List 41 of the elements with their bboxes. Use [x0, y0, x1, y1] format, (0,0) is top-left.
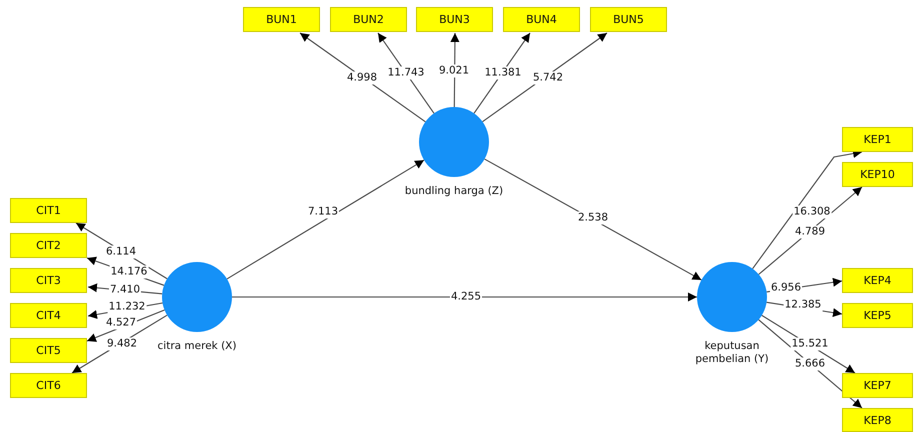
edge-label: 16.308 [792, 206, 832, 218]
edge-label: 12.385 [784, 298, 822, 312]
edge-label: 11.232 [108, 300, 146, 314]
edge-label: 11.381 [484, 66, 522, 80]
indicator-box: KEP8 [842, 408, 913, 432]
indicator-box: BUN4 [503, 7, 580, 32]
edge-label: 4.789 [794, 226, 826, 238]
arrow [484, 158, 702, 280]
edge-label: 5.742 [532, 72, 564, 84]
edge-label: 6.114 [104, 246, 138, 258]
indicator-box: KEP5 [842, 303, 913, 328]
indicator-box: KEP4 [842, 268, 913, 293]
construct-label: citra merek (X) [156, 340, 238, 354]
edge-label: 7.113 [306, 206, 340, 218]
edge-label: 4.998 [346, 72, 378, 84]
edge-label: 2.538 [576, 212, 610, 224]
indicator-box: BUN3 [416, 7, 493, 32]
indicator-box: BUN2 [330, 7, 407, 32]
indicator-box: CIT2 [10, 233, 87, 258]
indicator-box: CIT5 [10, 338, 87, 363]
indicator-box: KEP10 [842, 162, 913, 187]
construct-label: keputusan pembelian (Y) [694, 340, 770, 366]
edge-label: 9.021 [438, 64, 470, 78]
edge-label: 4.527 [104, 316, 138, 330]
arrow [232, 292, 697, 302]
indicator-box: CIT4 [10, 303, 87, 328]
indicator-box: CIT3 [10, 268, 87, 293]
edge-label: 14.176 [110, 266, 148, 278]
edge-label: 5.666 [794, 358, 826, 370]
indicator-box: KEP1 [842, 127, 913, 152]
arrow [226, 160, 424, 280]
edge-label: 15.521 [790, 338, 830, 350]
indicator-box: CIT1 [10, 198, 87, 223]
edge-label: 9.482 [106, 338, 138, 350]
indicator-box: CIT6 [10, 373, 87, 398]
edge-label: 6.956 [770, 282, 802, 294]
indicator-box: KEP7 [842, 373, 913, 398]
indicator-box: BUN5 [590, 7, 667, 32]
indicator-box: BUN1 [243, 7, 320, 32]
construct-label: bundling harga (Z) [404, 185, 504, 198]
edge-label: 11.743 [386, 66, 426, 80]
